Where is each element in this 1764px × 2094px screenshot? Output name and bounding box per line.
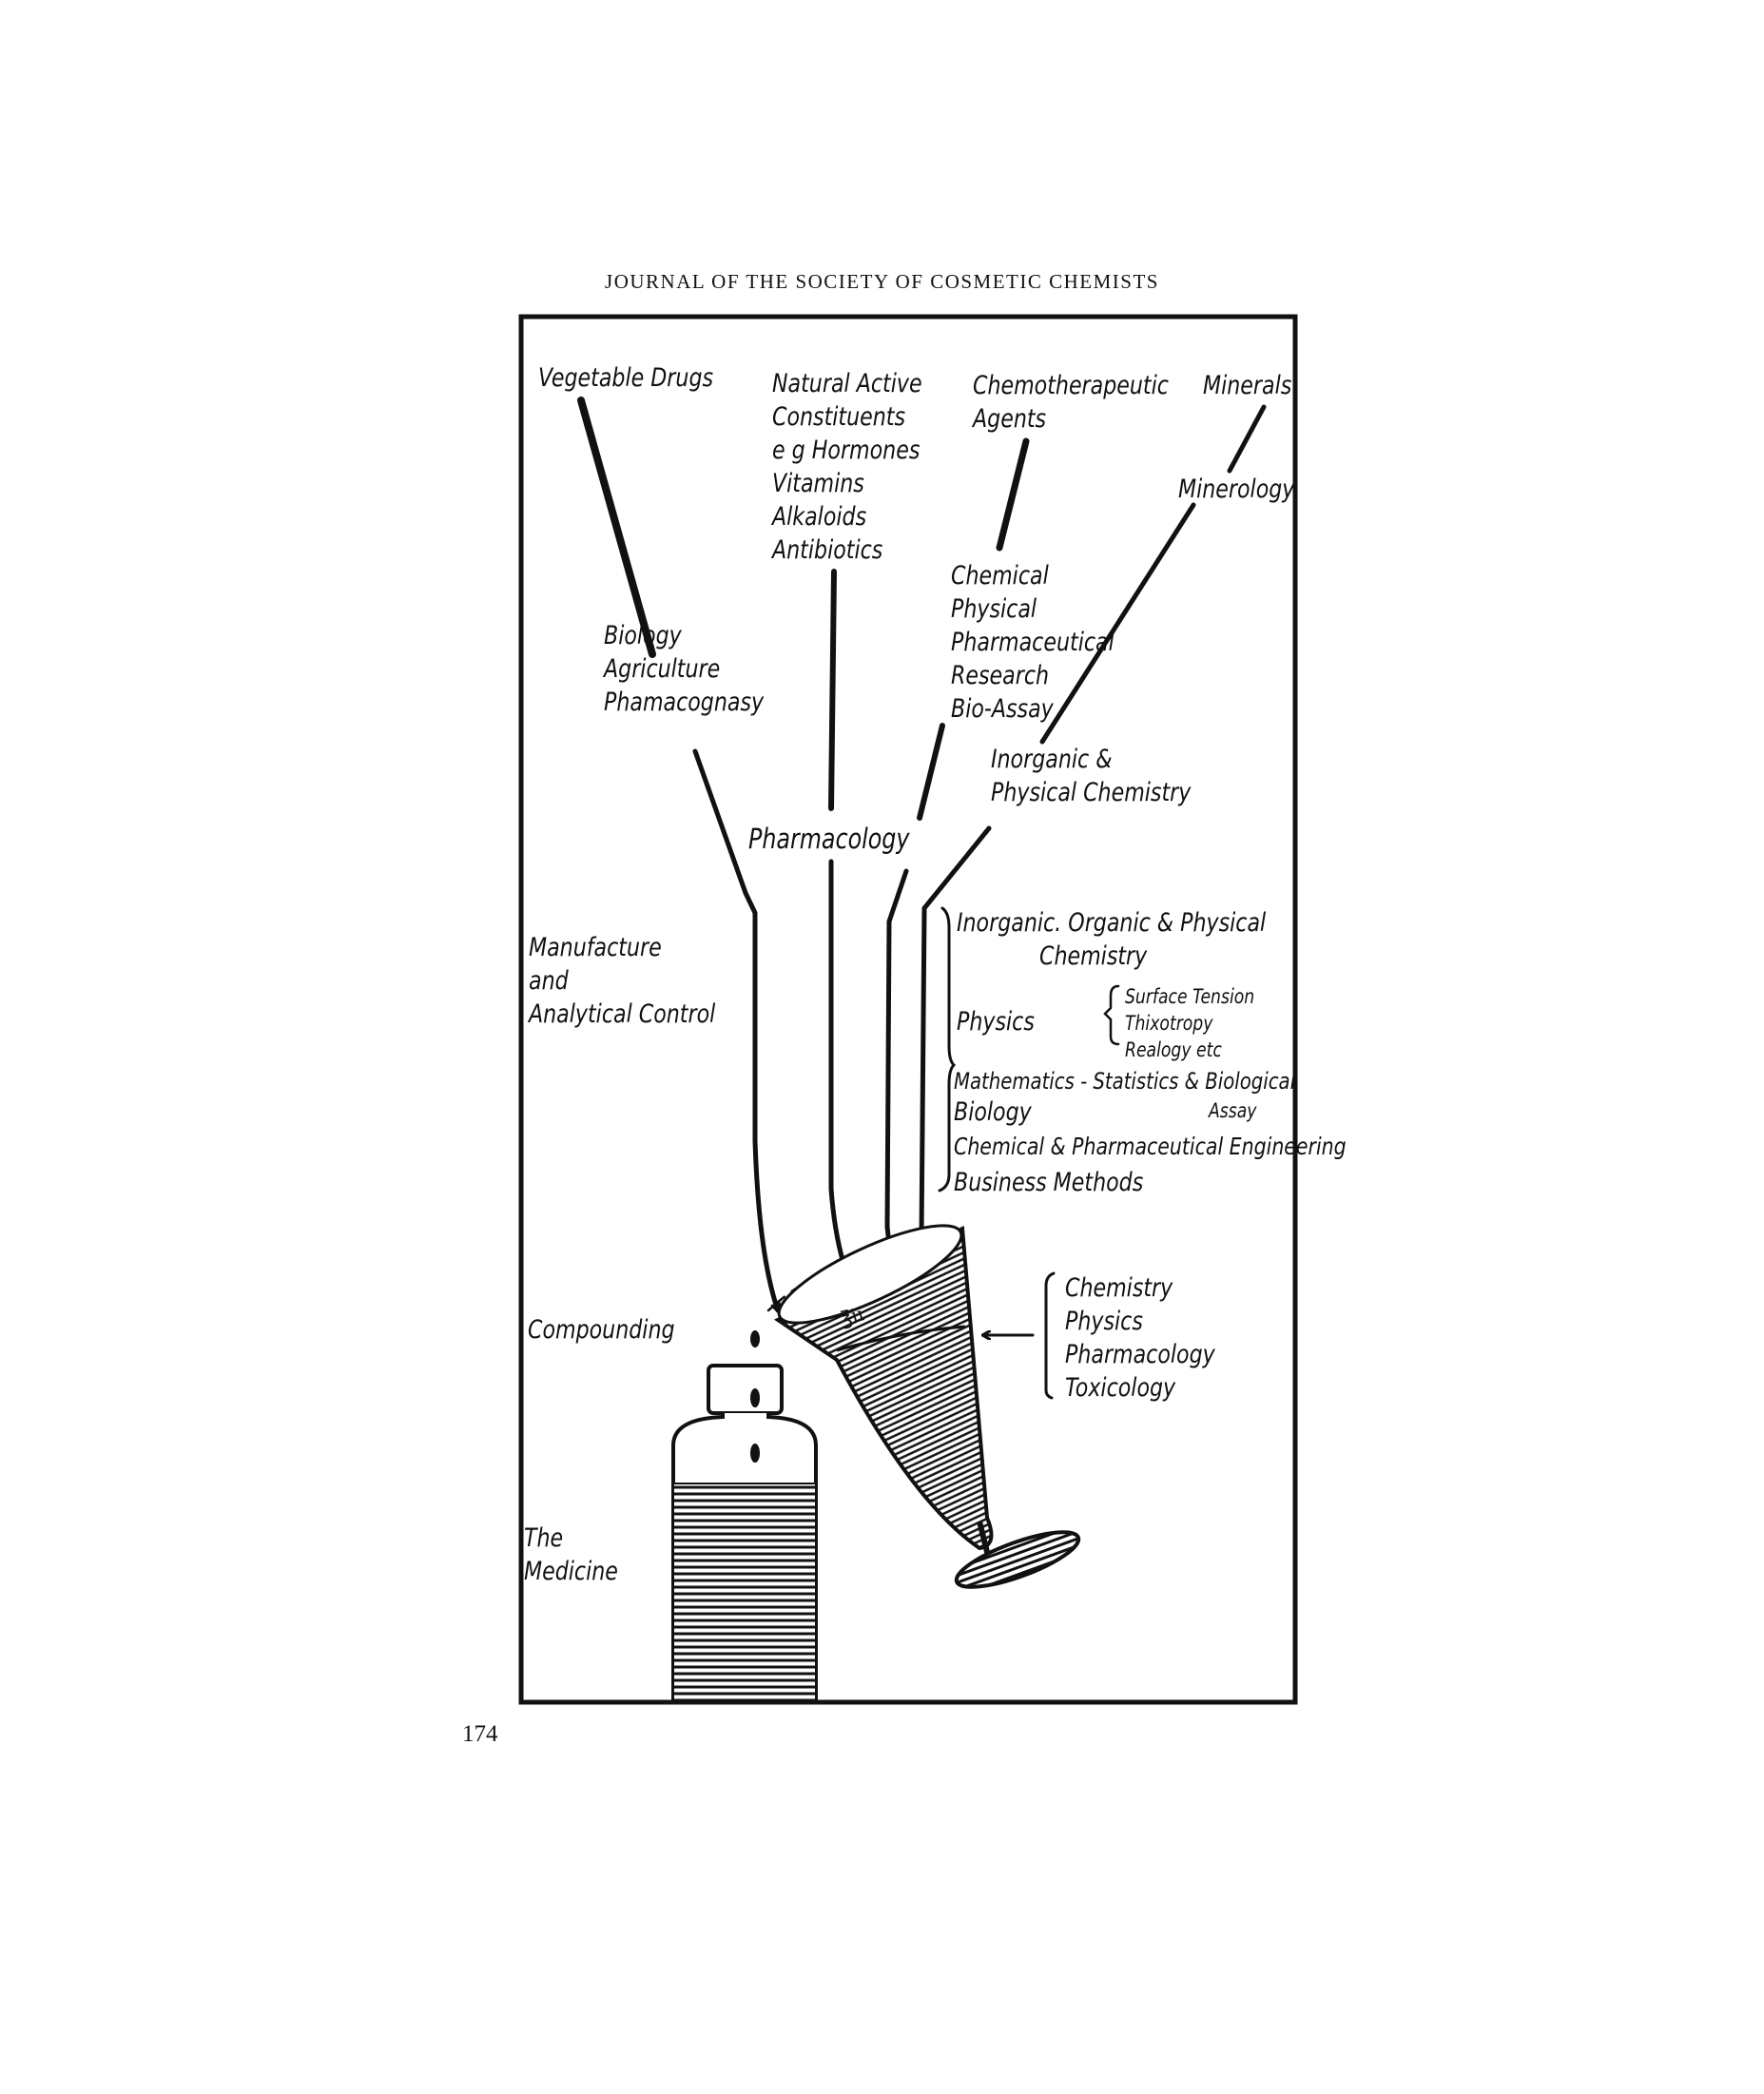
biology-flow-arrow [692, 748, 778, 1310]
chemistry-flow-arrow [921, 825, 992, 1239]
label-pharmacology: Pharmacology [748, 823, 910, 855]
discipline-assay: Assay [1209, 1099, 1257, 1122]
diagram-frame [518, 314, 1298, 1705]
minerology-connector [1039, 502, 1196, 745]
vegetable-drugs-connector [577, 397, 656, 658]
running-header: JOURNAL OF THE SOCIETY OF COSMETIC CHEMI… [605, 270, 1159, 293]
label-vegetable-drugs: Vegetable Drugs [538, 363, 714, 393]
label-compounding: Compounding [528, 1315, 675, 1345]
discipline-chemistry-line1: Inorganic. Organic & Physical [957, 908, 1267, 938]
pharmacology-flow-arrow [828, 859, 848, 1278]
physics-sub-brace [1103, 984, 1120, 1046]
minerals-connector [1227, 404, 1267, 474]
discipline-business: Business Methods [954, 1168, 1144, 1197]
manufacture-bracket [938, 906, 957, 1192]
discipline-physics: Physics [957, 1007, 1035, 1037]
discipline-mathematics: Mathematics - Statistics & Biological [954, 1068, 1296, 1095]
discipline-biology: Biology [954, 1097, 1032, 1127]
drops [750, 1330, 760, 1463]
bio-assay-connector [917, 723, 945, 821]
natural-active-connector [828, 569, 837, 811]
medicine-bottle [671, 1364, 818, 1702]
page-number: 174 [462, 1721, 498, 1747]
label-minerology: Minerology [1178, 475, 1295, 504]
compounding-brace [1044, 1271, 1056, 1400]
chemotherapeutic-connector [996, 437, 1030, 552]
measuring-glass [773, 1224, 1081, 1589]
label-inorganic-physical-chemistry: Inorganic &Physical Chemistry [991, 745, 1192, 807]
discipline-chemistry-line2: Chemistry [1039, 941, 1148, 971]
discipline-engineering: Chemical & Pharmaceutical Engineering [954, 1133, 1347, 1160]
label-minerals: Minerals [1203, 371, 1292, 400]
research-flow-arrow [887, 868, 909, 1253]
